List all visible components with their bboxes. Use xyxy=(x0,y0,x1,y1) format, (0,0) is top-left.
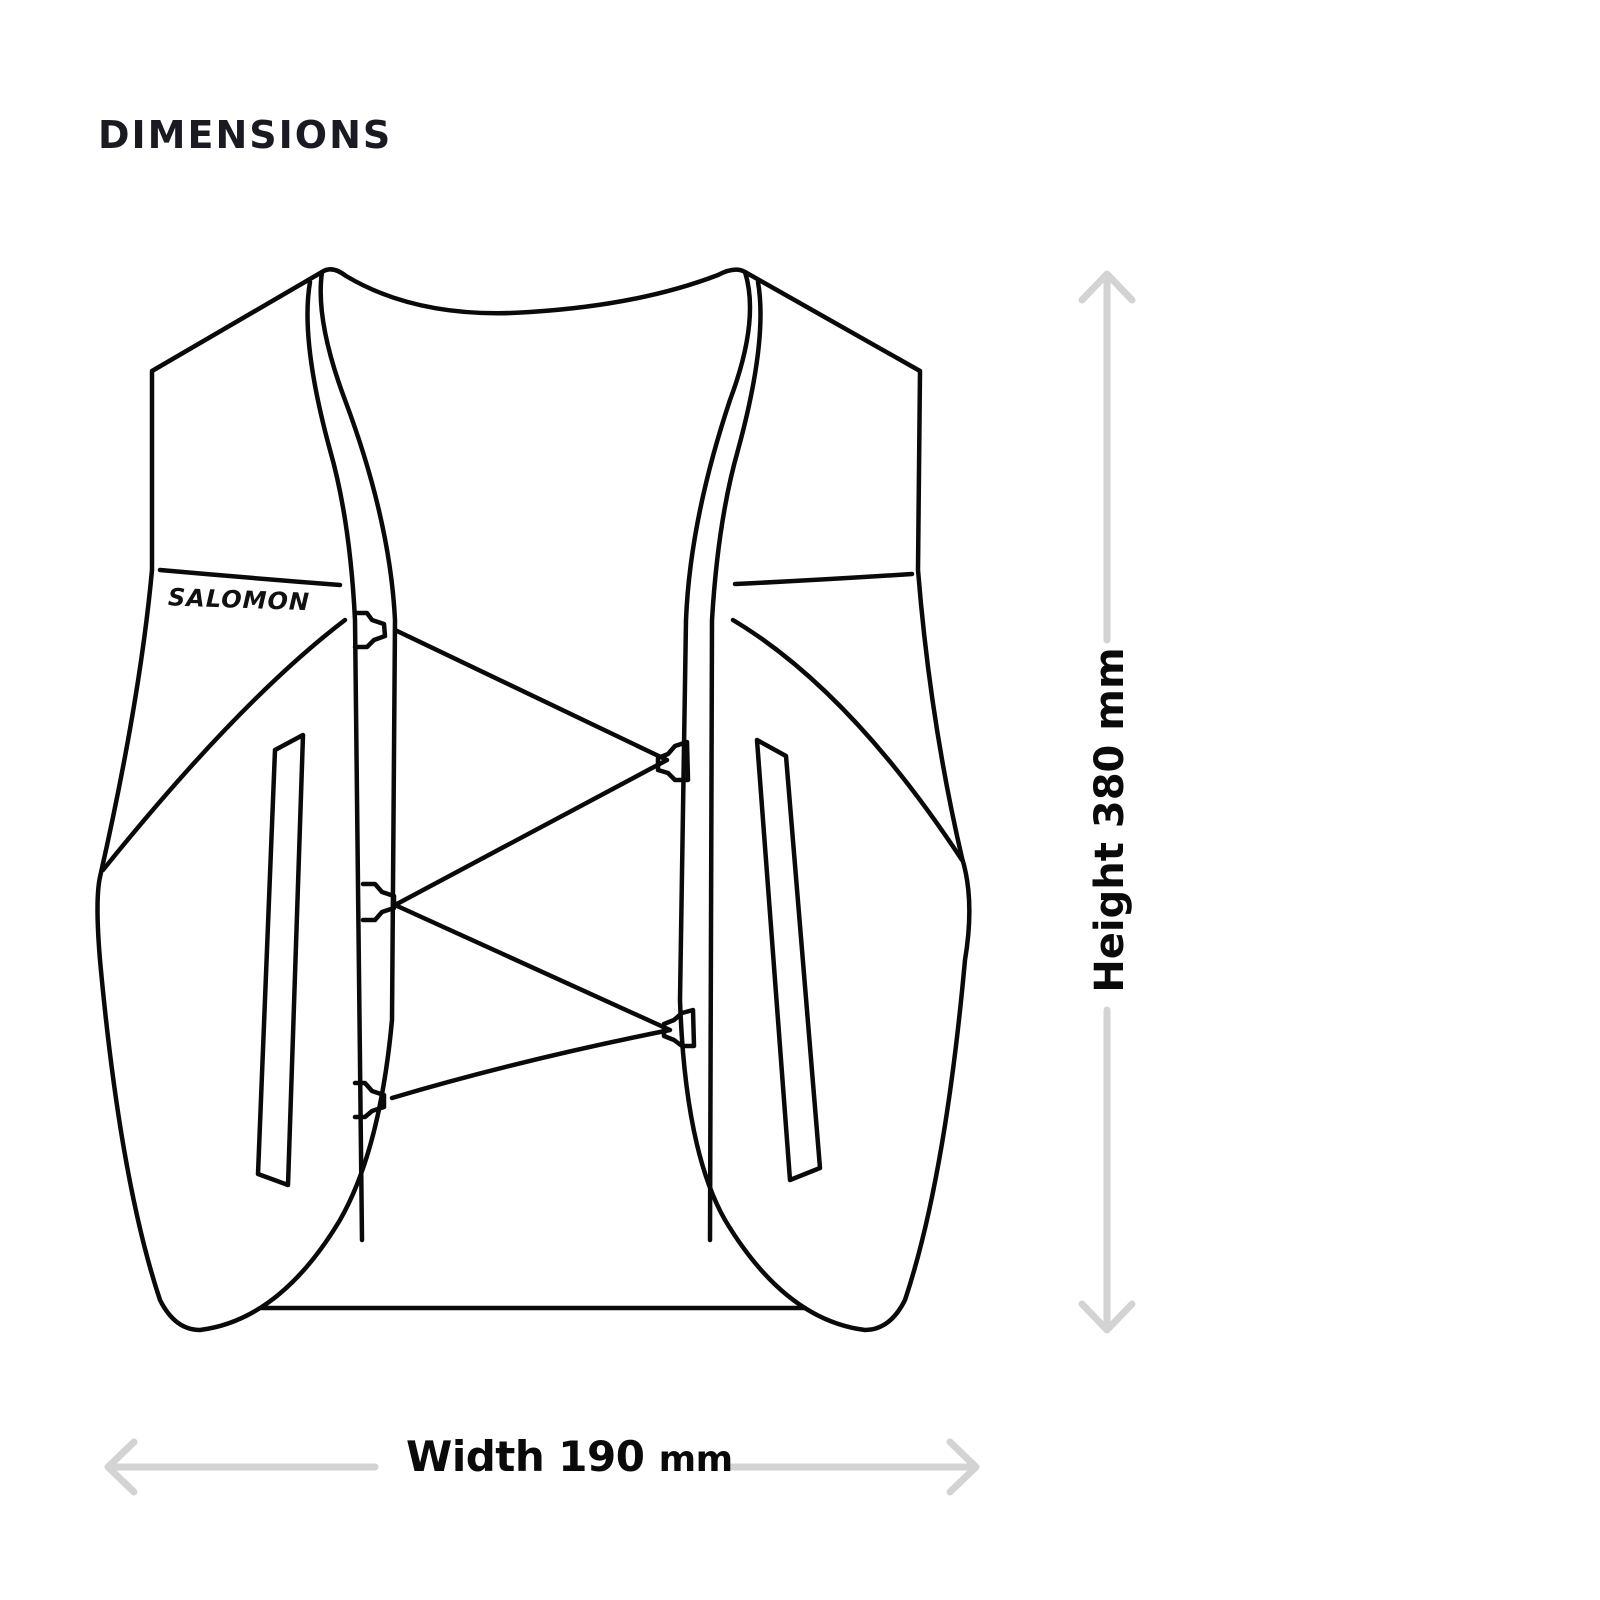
brand-logo: SALOMON xyxy=(168,583,311,616)
height-unit: mm xyxy=(1087,647,1133,731)
arrow-up-icon xyxy=(1078,270,1136,304)
vest-illustration: SALOMON xyxy=(95,267,972,1333)
width-value: 190 xyxy=(558,1432,645,1481)
vest-right-strap-line xyxy=(707,279,763,1243)
cord-hook-bottom-right xyxy=(661,1007,697,1049)
vest-left-pocket xyxy=(255,732,306,1188)
vest-right-diagonal-seam xyxy=(730,617,965,863)
height-value: 380 xyxy=(1087,744,1133,829)
arrow-right-icon xyxy=(946,1438,980,1496)
vest-right-outer-panel xyxy=(677,269,972,1333)
height-dimension-arrow xyxy=(1078,270,1136,1334)
cord-hook-bottom-left xyxy=(352,1080,387,1120)
vest-right-chest-seam xyxy=(732,571,915,587)
arrow-down-icon xyxy=(1078,1300,1136,1334)
cord-hook-top-left xyxy=(352,610,388,650)
cord-hook-top-right xyxy=(655,739,691,783)
page-title: DIMENSIONS xyxy=(98,113,393,157)
arrow-left-icon xyxy=(104,1438,138,1496)
vest-bungee-cord xyxy=(389,627,673,1101)
vest-left-outer-panel xyxy=(95,269,398,1333)
vest-left-chest-seam xyxy=(157,567,343,588)
vest-left-diagonal-seam xyxy=(100,617,348,873)
width-dimension-arrow xyxy=(104,1438,980,1496)
width-label-text: Width xyxy=(406,1432,545,1481)
vest-neckline xyxy=(319,267,748,316)
cord-hook-mid-left xyxy=(360,881,397,923)
height-label: Height 380 mm xyxy=(1087,647,1133,993)
width-unit: mm xyxy=(658,1439,734,1480)
height-label-text: Height xyxy=(1087,842,1133,993)
vest-left-strap-line xyxy=(305,279,365,1243)
vest-right-pocket xyxy=(754,737,823,1183)
